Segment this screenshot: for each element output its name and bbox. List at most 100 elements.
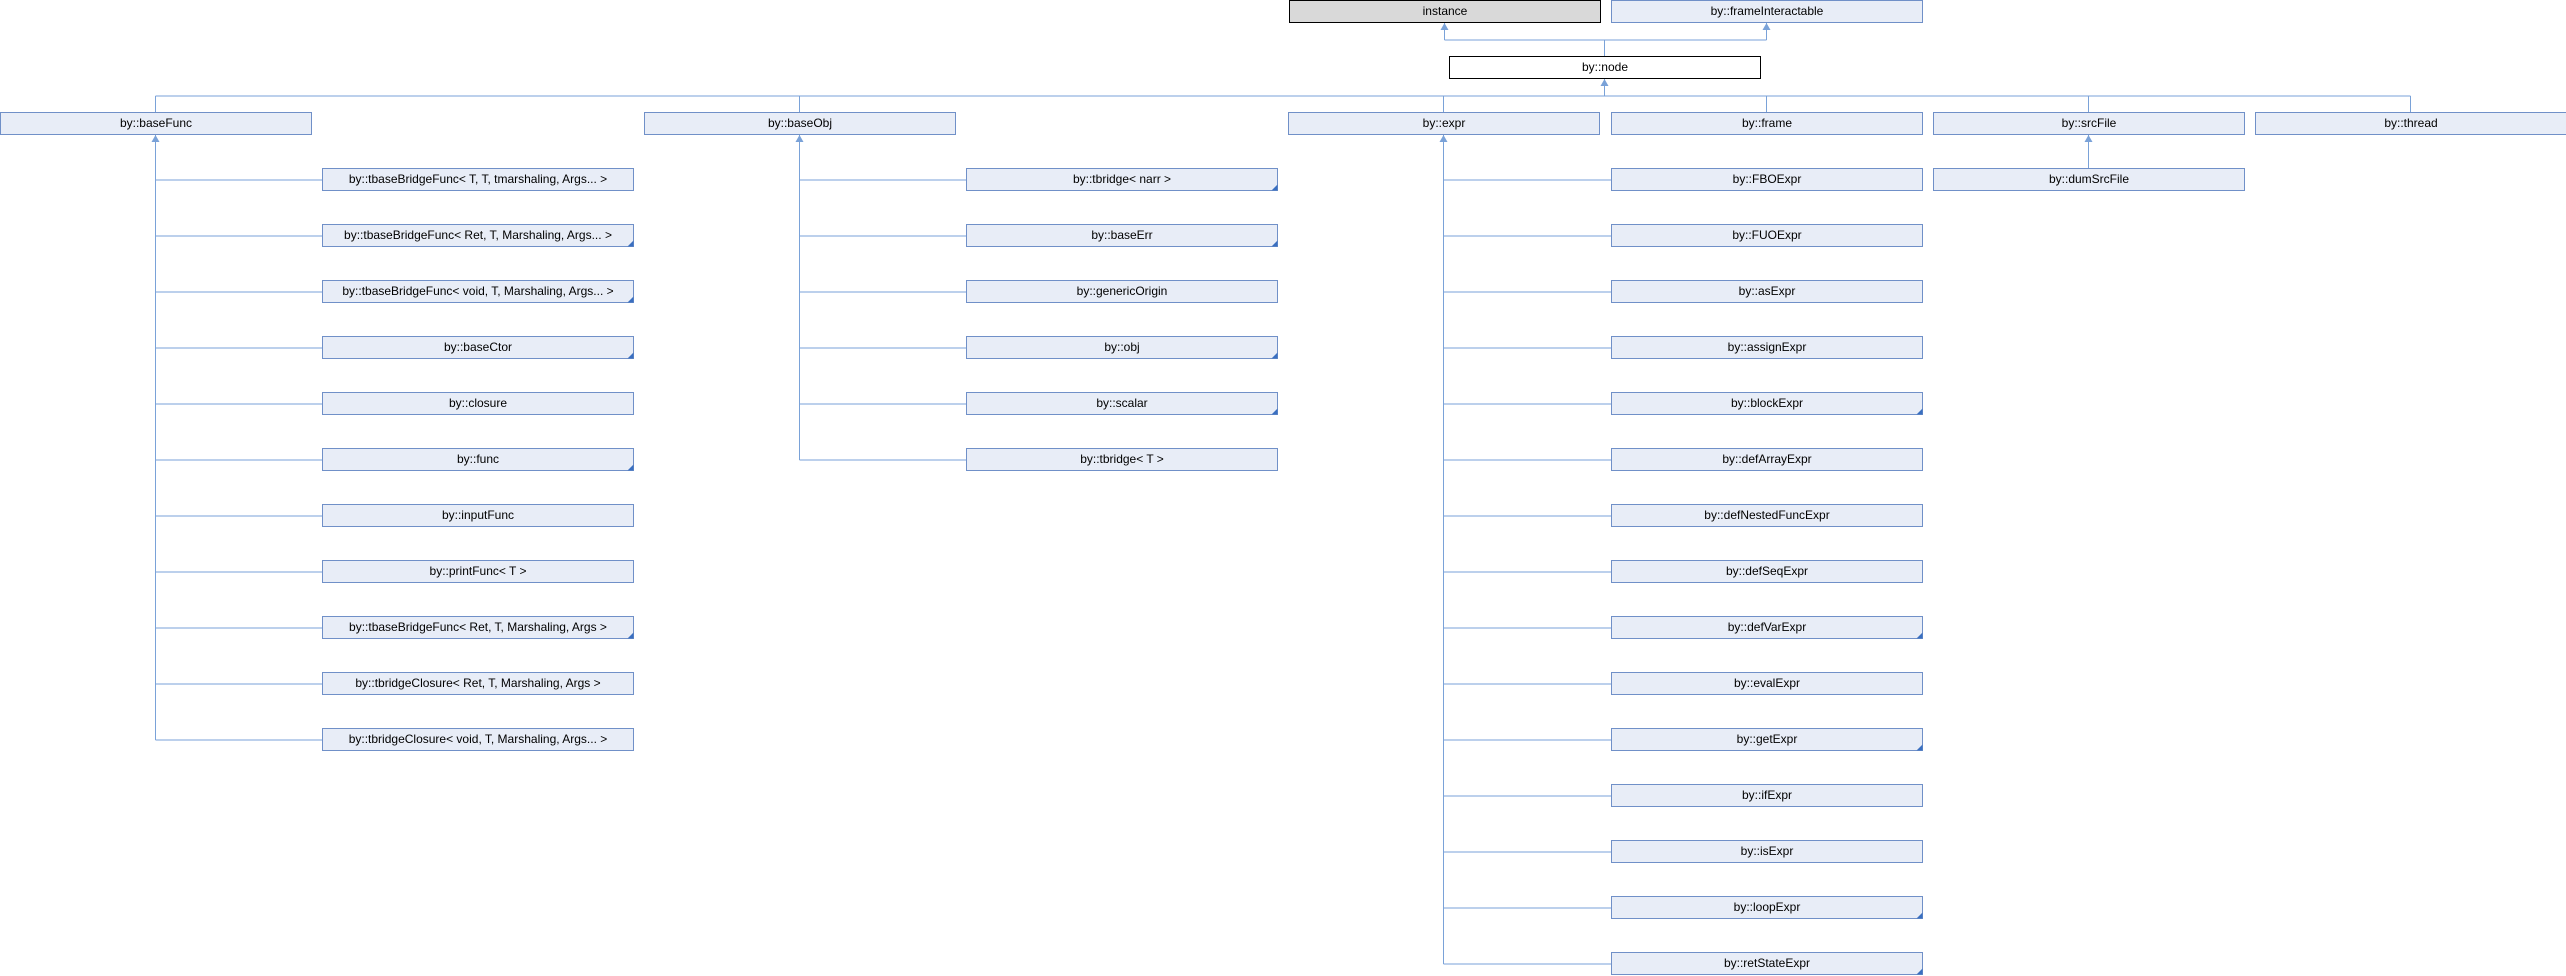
class-box[interactable] xyxy=(1611,504,1923,527)
class-box[interactable] xyxy=(322,224,634,247)
class-node-tbasebridgefunc-ret-t-marshaling-args[interactable]: by::tbaseBridgeFunc< Ret, T, Marshaling,… xyxy=(322,616,634,639)
class-node-instance[interactable]: instance xyxy=(1289,0,1601,23)
class-node-evalexpr[interactable]: by::evalExpr xyxy=(1611,672,1923,695)
class-node-tbasebridgefunc-void-t-marshaling-args[interactable]: by::tbaseBridgeFunc< void, T, Marshaling… xyxy=(322,280,634,303)
class-box[interactable] xyxy=(966,168,1278,191)
class-label: by::func xyxy=(457,452,499,466)
class-node-fboexpr[interactable]: by::FBOExpr xyxy=(1611,168,1923,191)
class-node-thread[interactable]: by::thread xyxy=(2255,112,2566,135)
class-node-tbridge-t[interactable]: by::tbridge< T > xyxy=(966,448,1278,471)
class-box[interactable] xyxy=(322,504,634,527)
class-box[interactable] xyxy=(1611,728,1923,751)
class-node-getexpr[interactable]: by::getExpr xyxy=(1611,728,1923,751)
class-node-scalar[interactable]: by::scalar xyxy=(966,392,1278,415)
class-node-baseerr[interactable]: by::baseErr xyxy=(966,224,1278,247)
class-label: by::tbaseBridgeFunc< void, T, Marshaling… xyxy=(342,284,613,298)
class-box[interactable] xyxy=(1611,840,1923,863)
class-box[interactable] xyxy=(322,336,634,359)
class-node-closure[interactable]: by::closure xyxy=(322,392,634,415)
class-label: by::baseFunc xyxy=(120,116,192,130)
truncated-marker-icon xyxy=(1916,632,1923,639)
class-box[interactable] xyxy=(966,336,1278,359)
class-node-dumsrcfile[interactable]: by::dumSrcFile xyxy=(1933,168,2245,191)
class-box[interactable] xyxy=(1611,896,1923,919)
class-box[interactable] xyxy=(322,280,634,303)
class-node-retstateexpr[interactable]: by::retStateExpr xyxy=(1611,952,1923,975)
class-node-baseobj[interactable]: by::baseObj xyxy=(644,112,956,135)
truncated-marker-icon xyxy=(627,296,634,303)
class-box[interactable] xyxy=(322,448,634,471)
class-box[interactable] xyxy=(644,112,956,135)
class-box[interactable] xyxy=(966,392,1278,415)
class-node-ifexpr[interactable]: by::ifExpr xyxy=(1611,784,1923,807)
class-node-defnestedfuncexpr[interactable]: by::defNestedFuncExpr xyxy=(1611,504,1923,527)
class-node-defvarexpr[interactable]: by::defVarExpr xyxy=(1611,616,1923,639)
class-box[interactable] xyxy=(322,560,634,583)
class-node-isexpr[interactable]: by::isExpr xyxy=(1611,840,1923,863)
class-node-defarrayexpr[interactable]: by::defArrayExpr xyxy=(1611,448,1923,471)
class-box[interactable] xyxy=(322,168,634,191)
class-box[interactable] xyxy=(1611,224,1923,247)
class-node-frame[interactable]: by::frame xyxy=(1611,112,1923,135)
class-node-frameinteractable[interactable]: by::frameInteractable xyxy=(1611,0,1923,23)
class-label: by::tbaseBridgeFunc< T, T, tmarshaling, … xyxy=(349,172,607,186)
class-box[interactable] xyxy=(1289,0,1601,23)
class-node-assignexpr[interactable]: by::assignExpr xyxy=(1611,336,1923,359)
class-node-func[interactable]: by::func xyxy=(322,448,634,471)
class-node-tbridge-narr[interactable]: by::tbridge< narr > xyxy=(966,168,1278,191)
class-node-fuoexpr[interactable]: by::FUOExpr xyxy=(1611,224,1923,247)
truncated-marker-icon xyxy=(627,464,634,471)
class-node-loopexpr[interactable]: by::loopExpr xyxy=(1611,896,1923,919)
class-box[interactable] xyxy=(1611,336,1923,359)
class-label: by::tbridge< narr > xyxy=(1073,172,1171,186)
class-box[interactable] xyxy=(966,448,1278,471)
class-box[interactable] xyxy=(1933,168,2245,191)
class-box[interactable] xyxy=(966,224,1278,247)
class-node-tbridgeclosure-ret-t-marshaling-args[interactable]: by::tbridgeClosure< Ret, T, Marshaling, … xyxy=(322,672,634,695)
class-node-genericorigin[interactable]: by::genericOrigin xyxy=(966,280,1278,303)
class-node-blockexpr[interactable]: by::blockExpr xyxy=(1611,392,1923,415)
class-label: by::tbridge< T > xyxy=(1080,452,1164,466)
class-box[interactable] xyxy=(1611,280,1923,303)
class-node-tbridgeclosure-void-t-marshaling-args[interactable]: by::tbridgeClosure< void, T, Marshaling,… xyxy=(322,728,634,751)
class-box[interactable] xyxy=(0,112,312,135)
truncated-marker-icon xyxy=(1916,912,1923,919)
class-box[interactable] xyxy=(322,392,634,415)
class-box[interactable] xyxy=(1611,616,1923,639)
class-node-expr[interactable]: by::expr xyxy=(1288,112,1600,135)
class-box[interactable] xyxy=(966,280,1278,303)
class-label: by::ifExpr xyxy=(1742,788,1792,802)
class-node-tbasebridgefunc-ret-t-marshaling-args[interactable]: by::tbaseBridgeFunc< Ret, T, Marshaling,… xyxy=(322,224,634,247)
class-label: by::FBOExpr xyxy=(1733,172,1802,186)
class-node-asexpr[interactable]: by::asExpr xyxy=(1611,280,1923,303)
class-box[interactable] xyxy=(1611,168,1923,191)
truncated-marker-icon xyxy=(627,632,634,639)
class-box[interactable] xyxy=(1611,0,1923,23)
class-box[interactable] xyxy=(322,616,634,639)
class-box[interactable] xyxy=(1611,392,1923,415)
truncated-marker-icon xyxy=(1916,408,1923,415)
class-box[interactable] xyxy=(322,728,634,751)
class-node-defseqexpr[interactable]: by::defSeqExpr xyxy=(1611,560,1923,583)
class-box[interactable] xyxy=(1611,448,1923,471)
class-box[interactable] xyxy=(322,672,634,695)
class-box[interactable] xyxy=(2255,112,2566,135)
class-node-obj[interactable]: by::obj xyxy=(966,336,1278,359)
class-box[interactable] xyxy=(1611,560,1923,583)
class-node-inputfunc[interactable]: by::inputFunc xyxy=(322,504,634,527)
class-box[interactable] xyxy=(1288,112,1600,135)
class-box[interactable] xyxy=(1611,952,1923,975)
class-node-basector[interactable]: by::baseCtor xyxy=(322,336,634,359)
class-node-printfunc-t[interactable]: by::printFunc< T > xyxy=(322,560,634,583)
class-node-basefunc[interactable]: by::baseFunc xyxy=(0,112,312,135)
class-node-srcfile[interactable]: by::srcFile xyxy=(1933,112,2245,135)
class-node-tbasebridgefunc-t-t-tmarshaling-args[interactable]: by::tbaseBridgeFunc< T, T, tmarshaling, … xyxy=(322,168,634,191)
class-box[interactable] xyxy=(1449,56,1761,79)
class-box[interactable] xyxy=(1611,672,1923,695)
truncated-marker-icon xyxy=(1271,352,1278,359)
class-box[interactable] xyxy=(1933,112,2245,135)
class-box[interactable] xyxy=(1611,784,1923,807)
class-node-node[interactable]: by::node xyxy=(1449,56,1761,79)
class-box[interactable] xyxy=(1611,112,1923,135)
